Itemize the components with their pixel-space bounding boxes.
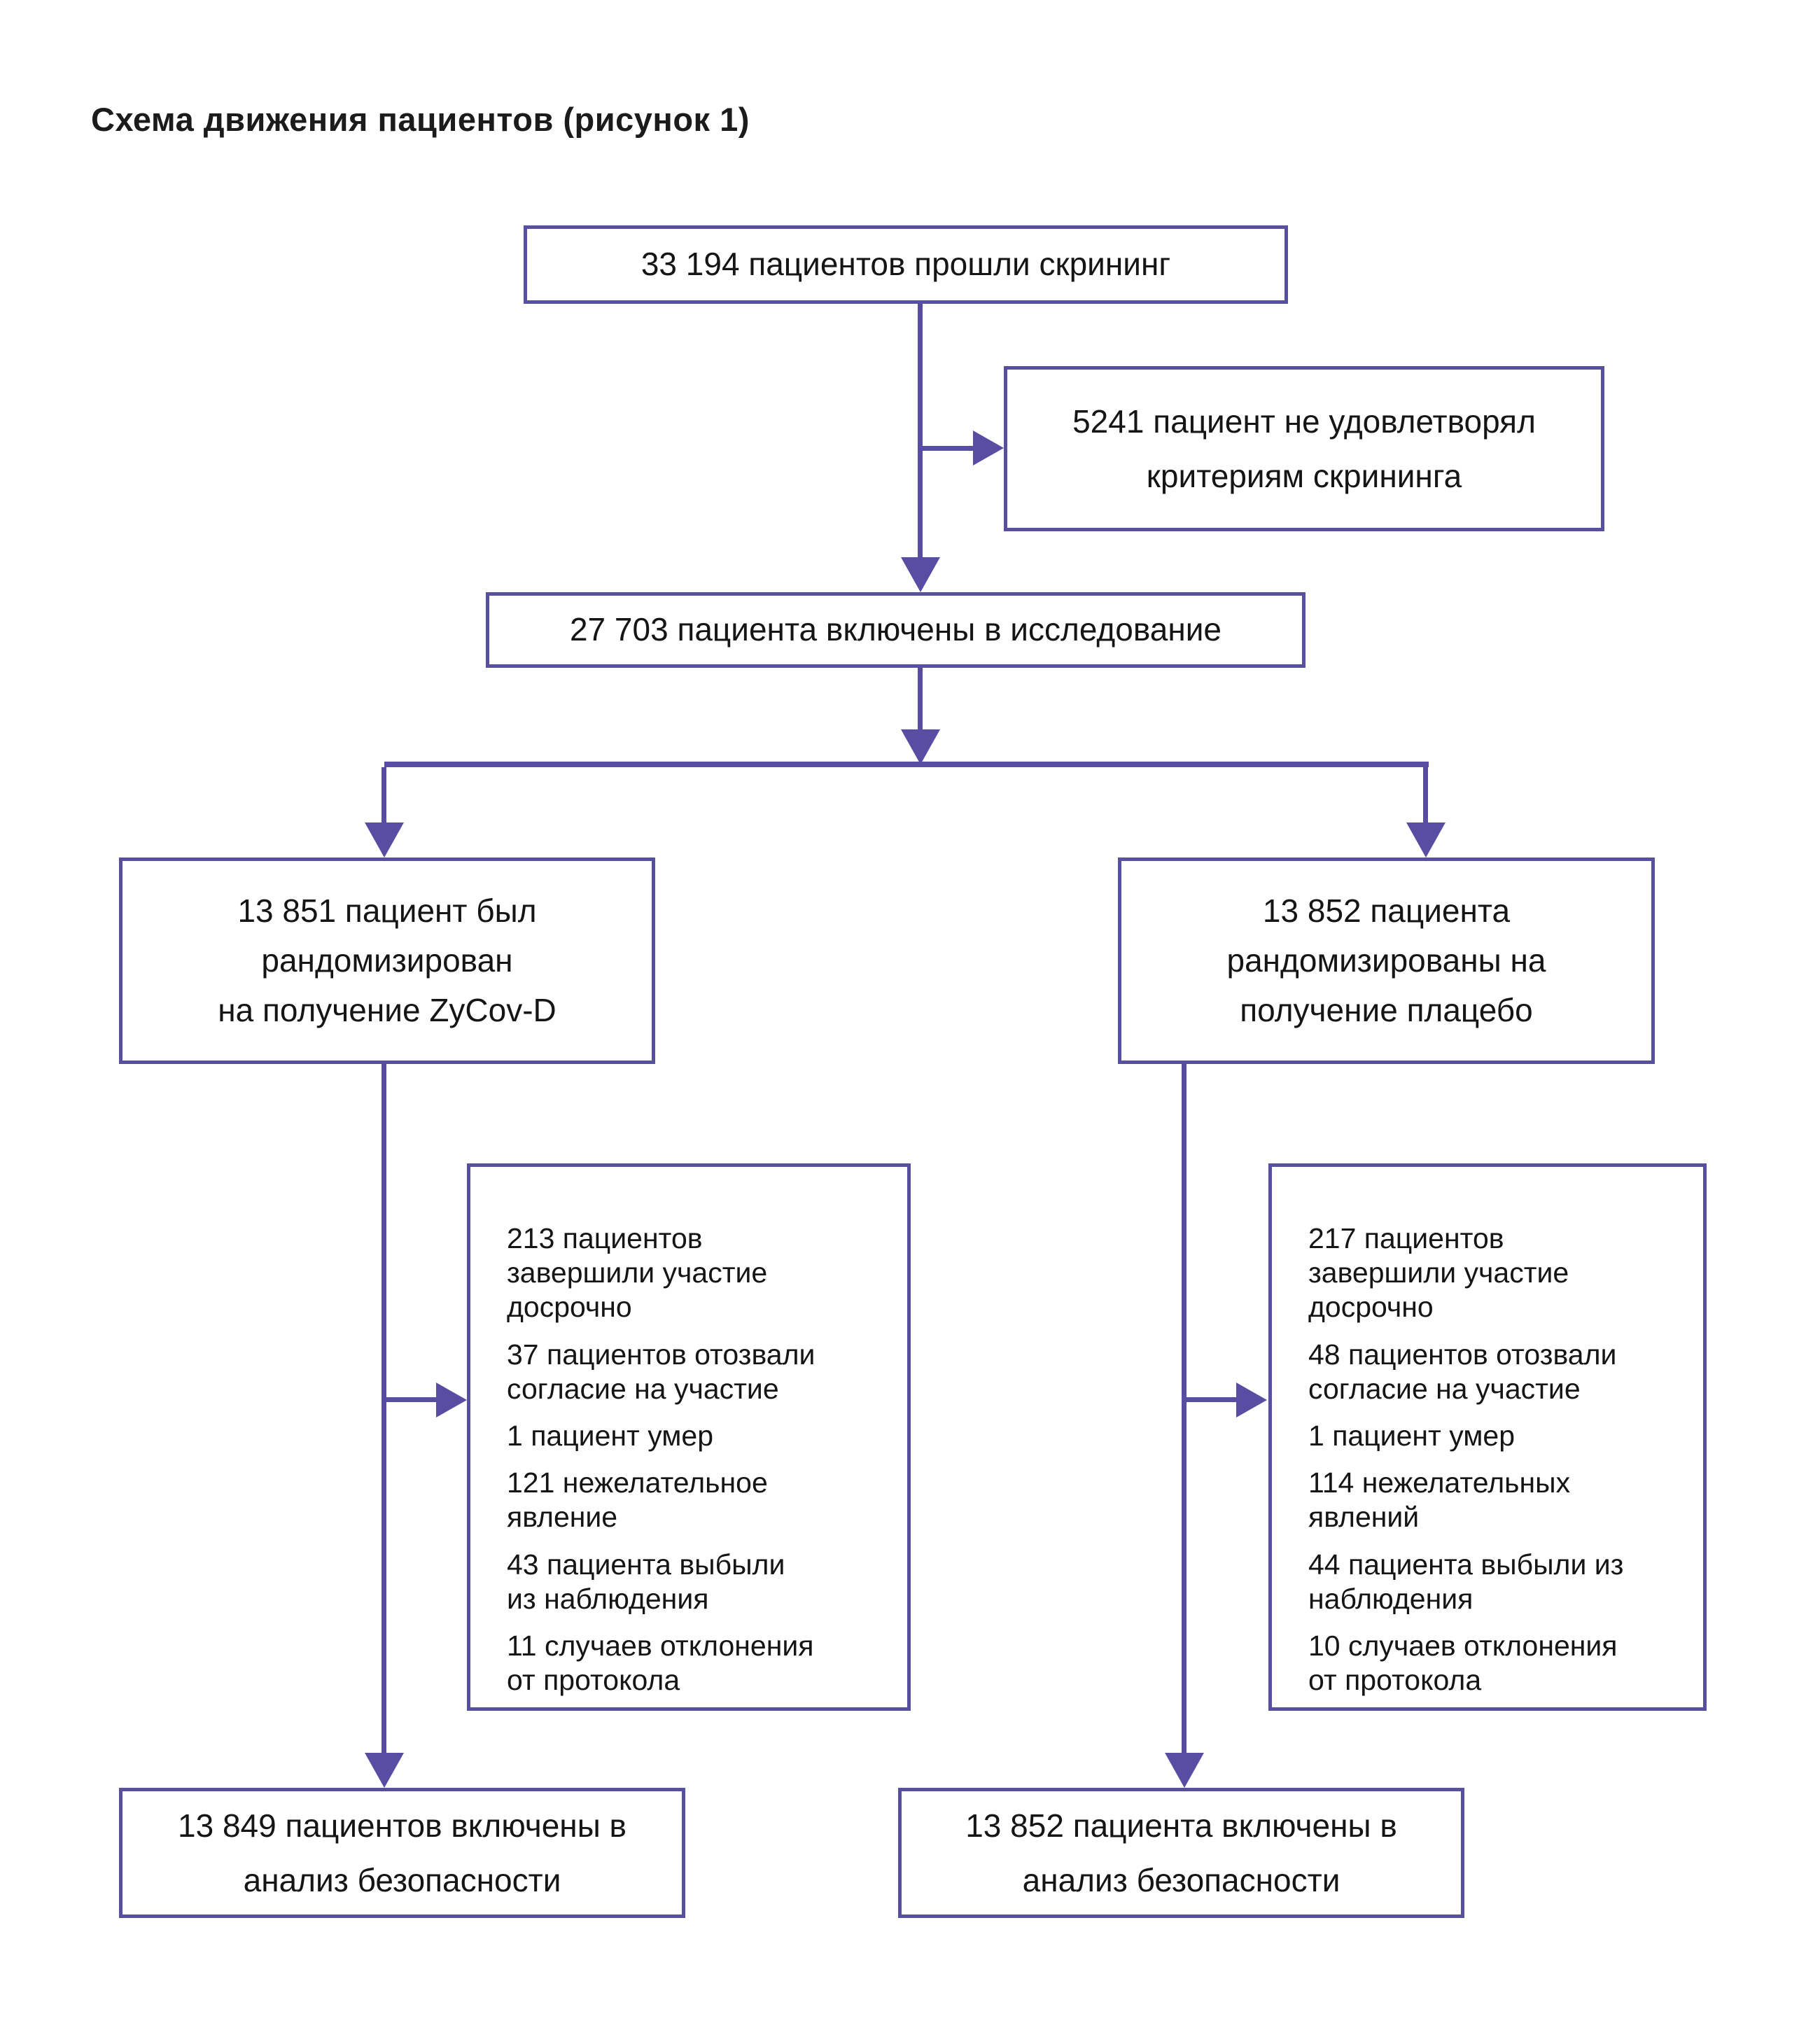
dropout-placebo-item: 217 пациентов завершили участие досрочно [1308, 1222, 1569, 1324]
box-enrolled: 27 703 пациента включены в исследование [486, 592, 1306, 668]
dropout-placebo-item: 10 случаев отклонения от протокола [1308, 1629, 1618, 1697]
box-excluded-text: 5241 пациент не удовлетворял критериям с… [1072, 402, 1536, 494]
diagram-title: Схема движения пациентов (рисунок 1) [91, 101, 750, 138]
split-bar [384, 762, 1429, 767]
dropout-zycov-item: 1 пациент умер [507, 1419, 714, 1452]
connector-split-arm-zycov [382, 767, 386, 826]
box-dropout-placebo: 217 пациентов завершили участие досрочно… [1268, 1163, 1707, 1711]
connector-dropout-zycov [384, 1397, 439, 1402]
connector-arm-safety-placebo [1182, 1064, 1186, 1756]
dropout-zycov-item: 37 пациентов отозвали согласие на участи… [507, 1338, 816, 1405]
dropout-zycov-item: 11 случаев отклонения от протокола [507, 1629, 814, 1697]
box-enrolled-text: 27 703 пациента включены в исследование [569, 611, 1222, 648]
dropout-placebo-item: 48 пациентов отозвали согласие на участи… [1308, 1338, 1617, 1405]
dropout-zycov-item: 213 пациентов завершили участие досрочно [507, 1222, 768, 1324]
arrowhead-down-arm-zycov [365, 822, 404, 858]
box-arm-placebo-text: 13 852 пациента рандомизированы на получ… [1226, 892, 1546, 1029]
arrowhead-down-safety-zycov [365, 1753, 404, 1788]
box-excluded: 5241 пациент не удовлетворял критериям с… [1004, 366, 1604, 531]
arrowhead-right-dropout-placebo [1236, 1382, 1267, 1418]
connector-screened-enrolled [918, 304, 923, 560]
box-screened: 33 194 пациентов прошли скрининг [524, 225, 1288, 304]
box-dropout-zycov: 213 пациентов завершили участие досрочно… [467, 1163, 911, 1711]
arrowhead-right-dropout-zycov [436, 1382, 467, 1418]
connector-excluded [920, 446, 975, 451]
connector-dropout-placebo [1184, 1397, 1238, 1402]
box-safety-zycov-text: 13 849 пациентов включены в анализ безоп… [178, 1807, 626, 1898]
connector-enrolled-split [918, 668, 923, 732]
box-safety-placebo: 13 852 пациента включены в анализ безопа… [898, 1788, 1464, 1918]
dropout-zycov-item: 121 нежелательное явление [507, 1466, 768, 1534]
dropout-placebo-item: 1 пациент умер [1308, 1419, 1516, 1452]
arrowhead-down-enrolled [901, 557, 940, 592]
dropout-zycov-item: 43 пациента выбыли из наблюдения [507, 1548, 785, 1615]
arrowhead-right-excluded [973, 430, 1004, 465]
connector-split-arm-placebo [1423, 767, 1428, 826]
box-arm-placebo: 13 852 пациента рандомизированы на получ… [1118, 858, 1655, 1064]
box-screened-text: 33 194 пациентов прошли скрининг [640, 246, 1171, 283]
dropout-placebo-item: 44 пациента выбыли из наблюдения [1308, 1548, 1624, 1615]
connector-arm-safety-zycov [382, 1064, 386, 1756]
box-safety-zycov: 13 849 пациентов включены в анализ безоп… [119, 1788, 685, 1918]
arrowhead-down-safety-placebo [1165, 1753, 1204, 1788]
dropout-placebo-item: 114 нежелательных явлений [1308, 1466, 1571, 1534]
box-safety-placebo-text: 13 852 пациента включены в анализ безопа… [965, 1807, 1397, 1898]
box-arm-zycov: 13 851 пациент был рандомизирован на пол… [119, 858, 655, 1064]
box-arm-zycov-text: 13 851 пациент был рандомизирован на пол… [218, 892, 556, 1029]
arrowhead-down-arm-placebo [1406, 822, 1446, 858]
arrowhead-down-split [901, 729, 940, 764]
